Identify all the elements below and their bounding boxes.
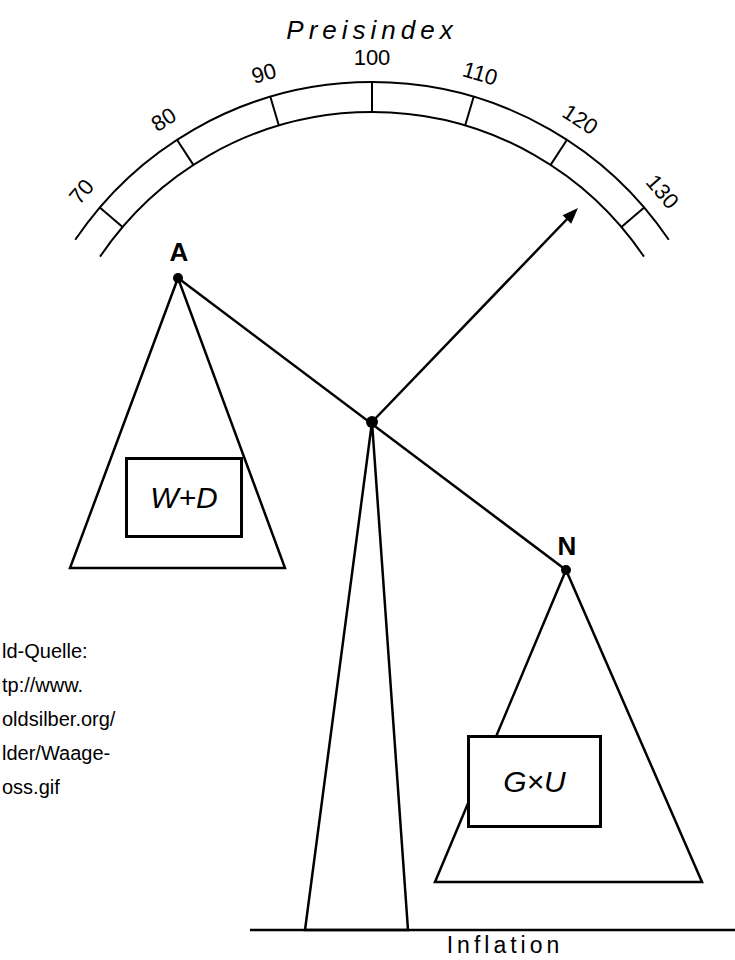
box-text: G×U [503, 765, 566, 798]
scale-number: 120 [558, 99, 602, 139]
left-pan [70, 278, 285, 568]
fulcrum [305, 422, 408, 930]
dial-tick [371, 82, 373, 112]
scale-number: 90 [248, 59, 278, 89]
right-pan [435, 570, 702, 882]
pivot-dot [366, 416, 378, 428]
dial-tick [177, 140, 193, 165]
scale-number: 100 [354, 46, 391, 70]
pointer-head [563, 208, 578, 224]
dial-title: Preisindex [286, 16, 457, 45]
scale-number: 80 [147, 103, 181, 137]
source-note: oss.gif [2, 776, 60, 798]
source-note: tp://www. [2, 674, 83, 696]
pan-weight-box: W+D [125, 457, 243, 538]
scale-number: 130 [641, 170, 683, 214]
point-letter: A [170, 238, 189, 267]
dial-tick [551, 140, 567, 165]
dial-tick [100, 207, 123, 226]
pan-weight-box: G×U [467, 735, 602, 828]
pivot-dot [173, 273, 183, 283]
source-note: lder/Waage- [2, 742, 110, 764]
dial-arc [75, 82, 669, 240]
dial-tick [465, 97, 474, 126]
source-note: oldsilber.org/ [2, 708, 115, 730]
source-note: ld-Quelle: [2, 640, 88, 662]
dial-tick [270, 97, 279, 126]
ground-line [250, 929, 735, 932]
pivot-dot [561, 565, 571, 575]
dial-arc [100, 112, 644, 257]
scale-number: 70 [64, 175, 98, 209]
base-label: Inflation [447, 933, 564, 958]
point-letter: N [558, 532, 577, 561]
dial-tick [621, 207, 644, 226]
scale-number: 110 [460, 57, 501, 90]
box-text: W+D [150, 481, 218, 514]
dial [75, 82, 669, 257]
pointer [372, 216, 570, 422]
